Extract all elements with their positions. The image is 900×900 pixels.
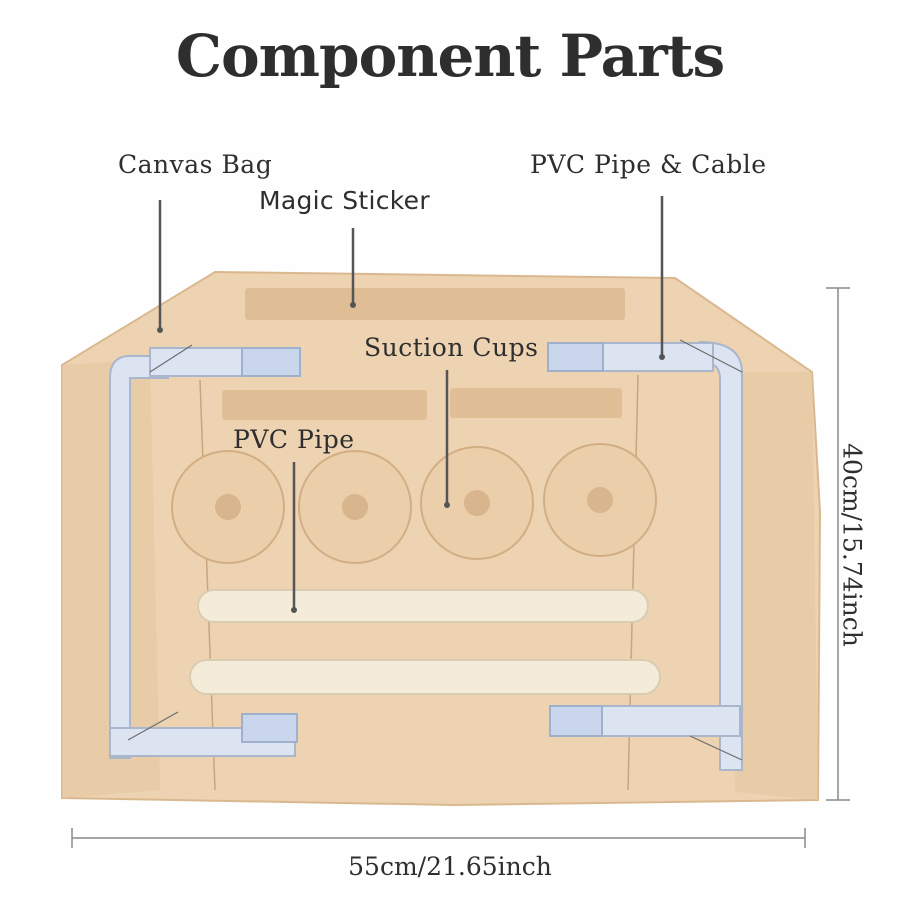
magic-sticker-mid-right — [450, 388, 622, 418]
height-dimension-label: 40cm/15.74inch — [837, 443, 867, 647]
label-magic-sticker: Magic Sticker — [259, 186, 430, 215]
height-dimension-line — [826, 287, 850, 801]
pvc-frame-right — [547, 339, 743, 771]
pvc-pipe-2 — [189, 659, 661, 695]
width-dimension-line — [71, 828, 806, 848]
suction-cup-3 — [420, 446, 534, 560]
suction-cup-4 — [543, 443, 657, 557]
label-pvc-pipe: PVC Pipe — [233, 425, 355, 454]
suction-cup-1 — [171, 450, 285, 564]
label-canvas-bag: Canvas Bag — [118, 150, 273, 179]
pvc-frame-left — [109, 344, 301, 759]
label-suction-cups: Suction Cups — [364, 333, 539, 362]
suction-cup-2 — [298, 450, 412, 564]
canvas-fold-right — [730, 372, 818, 800]
label-pvc-pipe-cable: PVC Pipe & Cable — [530, 150, 767, 179]
magic-sticker-top — [245, 288, 625, 320]
page-title: Component Parts — [175, 22, 725, 90]
canvas-inner-line — [199, 379, 216, 791]
magic-sticker-mid-left — [222, 390, 427, 420]
width-dimension-label: 55cm/21.65inch — [348, 852, 552, 881]
pvc-pipe-1 — [197, 589, 649, 623]
